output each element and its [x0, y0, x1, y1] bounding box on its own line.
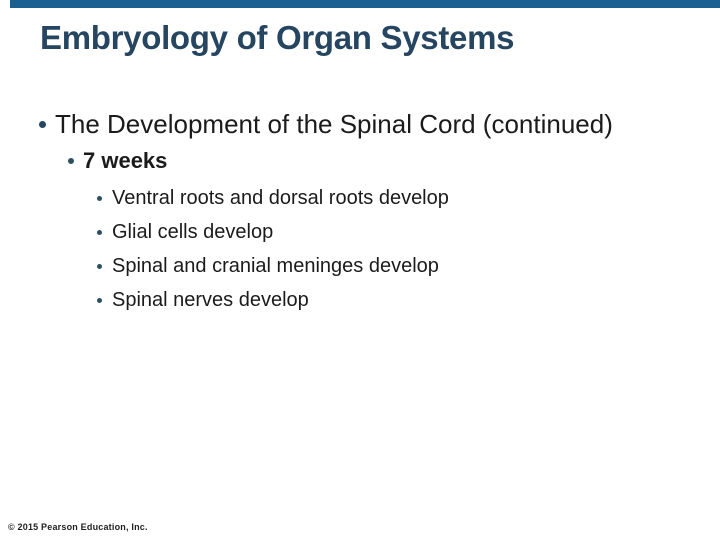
copyright-footer: © 2015 Pearson Education, Inc.	[8, 522, 148, 532]
bullet-level2-text: 7 weeks	[83, 148, 168, 173]
bullet-level3-item: Ventral roots and dorsal roots develop	[97, 185, 449, 211]
bullet-level3-text: Glial cells develop	[112, 220, 274, 243]
bullet-dot-icon	[39, 120, 46, 128]
bullet-level2: 7 weeks	[68, 147, 167, 175]
bullet-level3-item: Spinal and cranial meninges develop	[97, 253, 439, 279]
bullet-dot-icon	[97, 297, 102, 303]
bullet-level3-text: Ventral roots and dorsal roots develop	[112, 186, 449, 209]
bullet-level3-text: Spinal and cranial meninges develop	[112, 254, 439, 277]
top-accent-bar	[10, 0, 720, 8]
bullet-dot-icon	[97, 195, 102, 201]
bullet-level3-item: Glial cells develop	[97, 219, 273, 245]
bullet-dot-icon	[97, 229, 102, 235]
slide-title: Embryology of Organ Systems	[40, 19, 515, 56]
bullet-dot-icon	[68, 158, 74, 164]
bullet-level3-text: Spinal nerves develop	[112, 288, 309, 311]
bullet-dot-icon	[97, 263, 102, 269]
bullet-level1-text: The Development of the Spinal Cord (cont…	[55, 108, 613, 139]
bullet-level1: The Development of the Spinal Cord (cont…	[39, 109, 613, 139]
bullet-level3-item: Spinal nerves develop	[97, 287, 309, 313]
